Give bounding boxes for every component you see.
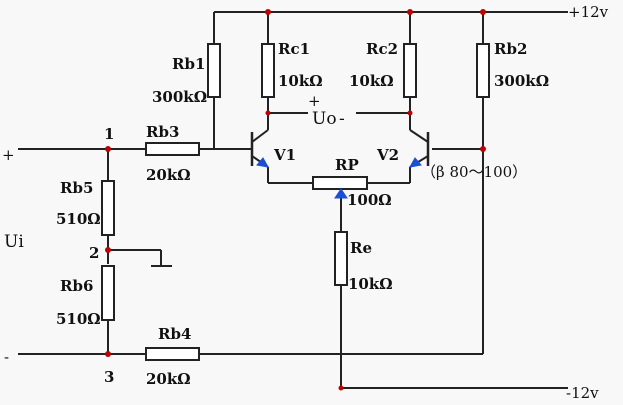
transistor-v1 [250, 129, 269, 168]
rp-value: 100Ω [347, 191, 392, 209]
supply-positive-label: +12v [568, 3, 609, 21]
node-3-label: 3 [104, 368, 114, 386]
beta-label: （β 80～100） [421, 163, 527, 181]
rb4-name: Rb4 [158, 325, 191, 343]
resistor-rc2 [403, 43, 417, 98]
v1-emitter-arrow-icon [256, 157, 269, 168]
v1-label: V1 [273, 146, 296, 164]
resistor-rb1 [207, 43, 221, 98]
re-name: Re [350, 239, 372, 257]
rb2-value: 300kΩ [494, 72, 549, 90]
resistor-rb2 [476, 43, 490, 98]
resistor-rb6 [101, 265, 115, 321]
wires [18, 11, 568, 389]
rb1-name: Rb1 [172, 55, 205, 73]
junction-dots [105, 9, 486, 391]
rc2-value: 10kΩ [349, 72, 394, 90]
input-minus-label: - [4, 348, 9, 366]
input-ui-label: Ui [4, 232, 24, 252]
rc2-name: Rc2 [366, 40, 398, 58]
re-value: 10kΩ [348, 275, 393, 293]
rb6-value: 510Ω [56, 310, 101, 328]
labels: +12v -12v + - Ui 1 2 3 Rb1 300kΩ Rc1 10k… [2, 3, 609, 402]
rp-wiper-arrow-icon [334, 188, 348, 199]
output-plus-label: + [308, 92, 321, 110]
rp-name: RP [335, 156, 359, 174]
rc1-value: 10kΩ [278, 72, 323, 90]
rb2-name: Rb2 [494, 40, 527, 58]
output-minus-label: - [339, 109, 345, 129]
rb5-name: Rb5 [60, 179, 93, 197]
rb6-name: Rb6 [60, 277, 93, 295]
resistor-rc1 [261, 43, 275, 98]
node-2-label: 2 [89, 244, 99, 262]
resistor-rb3 [145, 142, 200, 156]
input-plus-label: + [2, 146, 15, 164]
resistor-rb5 [101, 180, 115, 236]
rb5-value: 510Ω [56, 210, 101, 228]
rb3-value: 20kΩ [146, 166, 191, 184]
node-1-label: 1 [104, 125, 114, 143]
rb1-value: 300kΩ [152, 88, 207, 106]
resistor-re [334, 231, 348, 286]
resistor-rb4 [145, 347, 200, 361]
v2-label: V2 [376, 146, 399, 164]
supply-negative-label: -12v [566, 384, 599, 402]
transistor-v2 [409, 129, 430, 168]
rc1-name: Rc1 [278, 40, 310, 58]
resistor-rp [312, 176, 368, 190]
resistors [101, 43, 490, 361]
v2-emitter-arrow-icon [409, 157, 422, 168]
rb4-value: 20kΩ [146, 370, 191, 388]
rb3-name: Rb3 [146, 123, 179, 141]
output-uo-label: Uo [312, 109, 337, 129]
